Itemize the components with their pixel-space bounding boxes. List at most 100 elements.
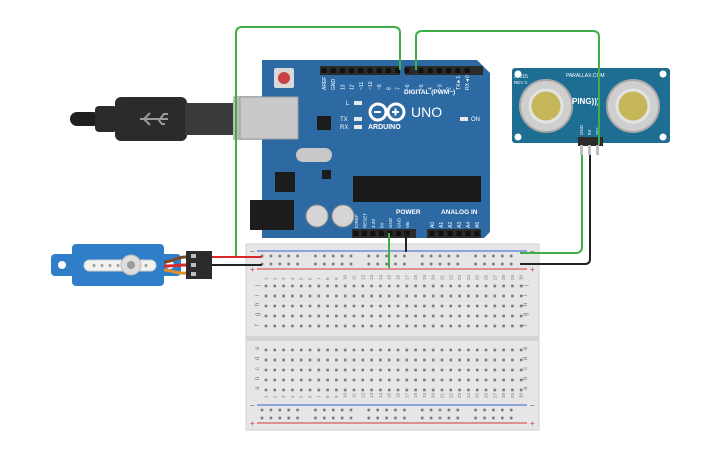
breadboard-hole[interactable] xyxy=(282,284,285,288)
breadboard-hole[interactable] xyxy=(475,348,479,352)
breadboard-hole[interactable] xyxy=(438,416,442,420)
digital-pin-hole[interactable] xyxy=(446,68,452,73)
breadboard-hole[interactable] xyxy=(326,368,329,372)
breadboard-hole[interactable] xyxy=(361,348,365,352)
breadboard-hole[interactable] xyxy=(396,388,400,392)
breadboard-hole[interactable] xyxy=(484,294,488,298)
breadboard-hole[interactable] xyxy=(440,358,444,362)
breadboard-hole[interactable] xyxy=(475,378,479,382)
breadboard-hole[interactable] xyxy=(493,294,497,298)
breadboard-hole[interactable] xyxy=(519,314,523,318)
breadboard-hole[interactable] xyxy=(273,378,277,382)
breadboard-hole[interactable] xyxy=(278,262,282,266)
breadboard-hole[interactable] xyxy=(511,358,514,362)
breadboard-hole[interactable] xyxy=(335,284,338,288)
breadboard-hole[interactable] xyxy=(343,368,347,372)
breadboard-hole[interactable] xyxy=(440,324,444,328)
breadboard-hole[interactable] xyxy=(385,408,388,412)
breadboard-hole[interactable] xyxy=(458,388,461,392)
breadboard-hole[interactable] xyxy=(264,304,268,308)
breadboard-hole[interactable] xyxy=(467,388,470,392)
breadboard-hole[interactable] xyxy=(475,388,479,392)
breadboard-hole[interactable] xyxy=(519,348,523,352)
breadboard-hole[interactable] xyxy=(438,262,442,266)
breadboard-hole[interactable] xyxy=(501,262,504,266)
breadboard-hole[interactable] xyxy=(335,378,338,382)
breadboard-hole[interactable] xyxy=(405,378,409,382)
breadboard-hole[interactable] xyxy=(361,368,365,372)
breadboard-hole[interactable] xyxy=(343,358,347,362)
breadboard-hole[interactable] xyxy=(343,348,347,352)
breadboard-hole[interactable] xyxy=(493,378,497,382)
breadboard-hole[interactable] xyxy=(367,416,371,420)
breadboard-hole[interactable] xyxy=(387,324,391,328)
breadboard-hole[interactable] xyxy=(308,304,312,308)
breadboard-hole[interactable] xyxy=(376,254,379,258)
breadboard-hole[interactable] xyxy=(403,416,406,420)
breadboard-hole[interactable] xyxy=(449,388,453,392)
breadboard-hole[interactable] xyxy=(331,254,335,258)
breadboard-hole[interactable] xyxy=(502,294,505,298)
breadboard-hole[interactable] xyxy=(456,416,460,420)
breadboard-hole[interactable] xyxy=(335,348,338,352)
breadboard-hole[interactable] xyxy=(474,262,477,266)
breadboard-hole[interactable] xyxy=(405,314,409,318)
breadboard-hole[interactable] xyxy=(299,368,303,372)
digital-pin-hole[interactable] xyxy=(385,68,391,73)
breadboard-hole[interactable] xyxy=(440,378,444,382)
breadboard-hole[interactable] xyxy=(502,314,505,318)
breadboard-hole[interactable] xyxy=(502,378,505,382)
breadboard-hole[interactable] xyxy=(484,378,488,382)
breadboard-hole[interactable] xyxy=(475,294,479,298)
breadboard-hole[interactable] xyxy=(440,368,444,372)
breadboard-hole[interactable] xyxy=(519,294,523,298)
breadboard[interactable]: − + − + − + − + 112233445566778899101011… xyxy=(245,243,540,431)
breadboard-hole[interactable] xyxy=(509,254,513,258)
breadboard-hole[interactable] xyxy=(273,324,277,328)
breadboard-hole[interactable] xyxy=(291,294,294,298)
breadboard-hole[interactable] xyxy=(335,388,338,392)
breadboard-hole[interactable] xyxy=(467,368,470,372)
breadboard-hole[interactable] xyxy=(264,358,268,362)
breadboard-hole[interactable] xyxy=(458,324,461,328)
breadboard-hole[interactable] xyxy=(370,348,373,352)
power-pin-hole[interactable] xyxy=(379,231,384,236)
breadboard-hole[interactable] xyxy=(449,378,453,382)
breadboard-hole[interactable] xyxy=(379,368,382,372)
breadboard-hole[interactable] xyxy=(269,262,273,266)
breadboard-hole[interactable] xyxy=(326,388,329,392)
breadboard-hole[interactable] xyxy=(502,304,505,308)
breadboard-hole[interactable] xyxy=(456,254,460,258)
breadboard-hole[interactable] xyxy=(361,324,365,328)
breadboard-hole[interactable] xyxy=(447,262,451,266)
breadboard-hole[interactable] xyxy=(326,284,329,288)
breadboard-hole[interactable] xyxy=(379,294,382,298)
digital-pin-hole[interactable] xyxy=(436,68,442,73)
breadboard-hole[interactable] xyxy=(511,294,514,298)
breadboard-hole[interactable] xyxy=(414,368,417,372)
wires[interactable] xyxy=(212,26,600,268)
breadboard-hole[interactable] xyxy=(483,408,486,412)
breadboard-hole[interactable] xyxy=(492,262,495,266)
breadboard-hole[interactable] xyxy=(326,358,329,362)
breadboard-hole[interactable] xyxy=(349,254,353,258)
breadboard-hole[interactable] xyxy=(458,304,461,308)
breadboard-hole[interactable] xyxy=(423,304,426,308)
breadboard-hole[interactable] xyxy=(467,348,470,352)
breadboard-hole[interactable] xyxy=(379,378,382,382)
breadboard-hole[interactable] xyxy=(352,348,356,352)
digital-pin-hole[interactable] xyxy=(404,68,410,73)
breadboard-hole[interactable] xyxy=(264,324,268,328)
breadboard-hole[interactable] xyxy=(361,294,365,298)
breadboard-hole[interactable] xyxy=(458,368,461,372)
breadboard-hole[interactable] xyxy=(467,314,470,318)
breadboard-hole[interactable] xyxy=(367,254,371,258)
breadboard-hole[interactable] xyxy=(519,324,523,328)
breadboard-hole[interactable] xyxy=(394,262,397,266)
breadboard-hole[interactable] xyxy=(326,314,329,318)
breadboard-hole[interactable] xyxy=(299,378,303,382)
reset-button-cap[interactable] xyxy=(278,72,290,84)
breadboard-hole[interactable] xyxy=(423,294,426,298)
digital-pin-hole[interactable] xyxy=(395,68,401,73)
breadboard-hole[interactable] xyxy=(317,314,321,318)
